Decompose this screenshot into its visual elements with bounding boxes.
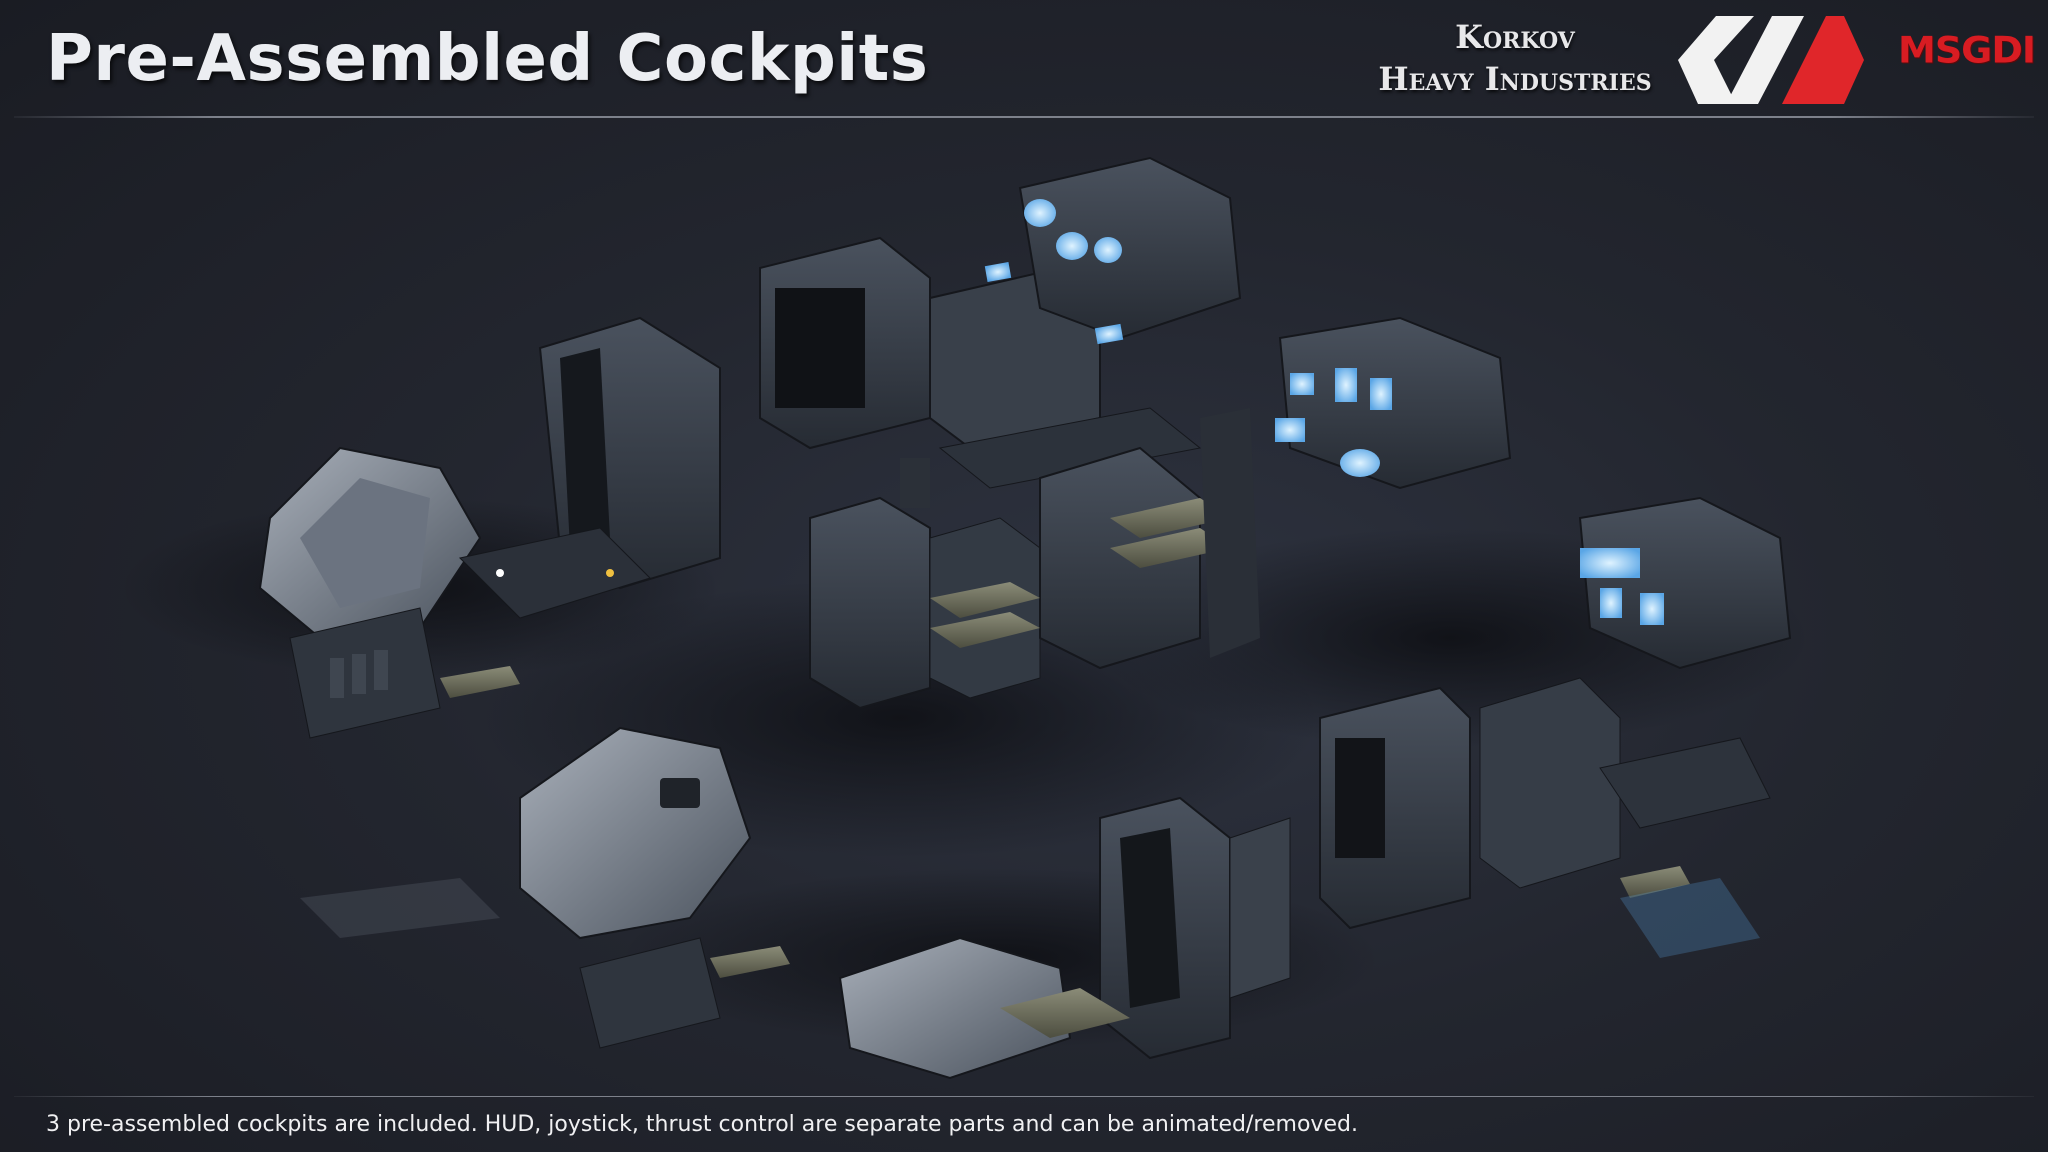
cockpit-center [809,408,1260,710]
cockpit-render [120,156,1810,1080]
page-title: Pre-Assembled Cockpits [46,22,929,96]
cockpit-front-center [519,726,790,1049]
cockpit-front-bottom [838,796,1291,1080]
brand-line-2: Heavy Industries [1378,60,1652,98]
cockpit-left [258,316,721,739]
header: Pre-Assembled Cockpits Korkov Heavy Indu… [0,0,2048,120]
msgdi-logo: MSGDI [1898,29,2036,71]
floor-reflection [300,878,1760,958]
cockpit-top [759,156,1242,508]
brand-line-1: Korkov [1455,18,1575,56]
footer-caption: 3 pre-assembled cockpits are included. H… [46,1112,1358,1137]
brand-name: Korkov Heavy Industries [1370,16,1660,100]
header-divider [14,116,2034,118]
cockpit-right [1275,316,1792,930]
footer-divider [14,1096,2034,1097]
korkov-logo-icon [1678,16,1864,104]
